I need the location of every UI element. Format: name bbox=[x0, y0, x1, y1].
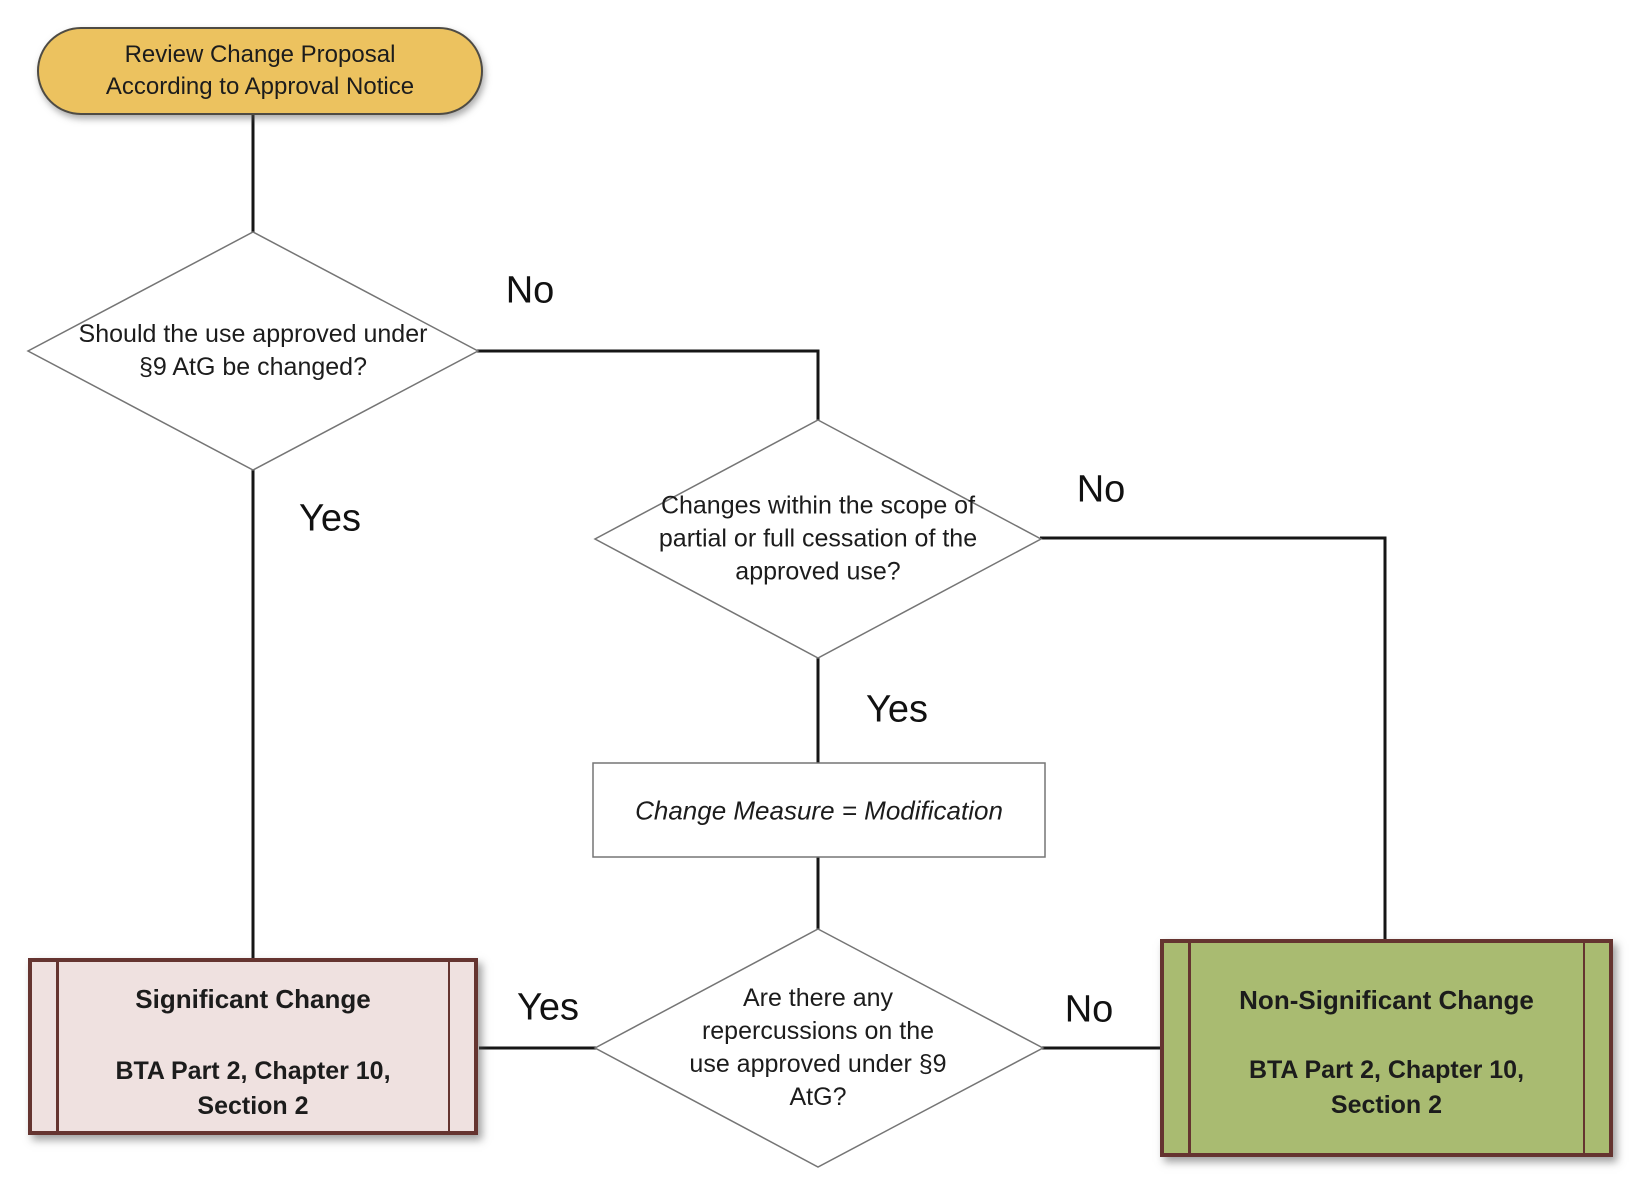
outcome-significant-ref-line2: Section 2 bbox=[197, 1092, 309, 1120]
edge-label-d1-yes: Yes bbox=[299, 497, 361, 540]
outcome-significant-ref-line1: BTA Part 2, Chapter 10, bbox=[115, 1057, 391, 1085]
decision2-line3: approved use? bbox=[735, 557, 901, 586]
decision3-text: Are there any repercussions on the use a… bbox=[689, 982, 946, 1114]
outcome-significant-left-bar bbox=[56, 962, 59, 1131]
start-node-line1: Review Change Proposal bbox=[124, 41, 396, 68]
process-box-text: Change Measure = Modification bbox=[635, 795, 1003, 826]
edge-d1-no bbox=[476, 349, 820, 422]
decision2-line2: partial or full cessation of the bbox=[658, 524, 978, 553]
decision2-text: Changes within the scope of partial or f… bbox=[659, 490, 977, 589]
decision-diamond-cessation-scope bbox=[593, 419, 1043, 659]
edge-label-d3-no: No bbox=[1064, 988, 1114, 1031]
outcome-non-significant-ref-line2: Section 2 bbox=[1330, 1091, 1443, 1119]
process-box-change-measure bbox=[592, 762, 1046, 858]
decision3-line2: repercussions on the bbox=[701, 1017, 935, 1045]
outcome-significant-change: Significant Change BTA Part 2, Chapter 1… bbox=[28, 958, 478, 1135]
decision3-line1: Are there any bbox=[742, 984, 894, 1012]
outcome-significant-title: Significant Change bbox=[135, 984, 371, 1014]
decision-diamond-repercussions bbox=[593, 928, 1045, 1168]
decision1-line2: §9 AtG be changed? bbox=[139, 353, 367, 381]
outcome-non-significant-title: Non-Significant Change bbox=[1239, 985, 1534, 1015]
decision3-line4: AtG? bbox=[789, 1083, 847, 1111]
decision3-line3: use approved under §9 bbox=[689, 1050, 947, 1078]
decision1-text: Should the use approved under §9 AtG be … bbox=[79, 318, 428, 384]
decision-diamond-use-changed bbox=[26, 231, 480, 471]
decision2-line1: Changes within the scope of bbox=[660, 491, 976, 520]
outcome-non-significant-change: Non-Significant Change BTA Part 2, Chapt… bbox=[1160, 939, 1613, 1157]
outcome-significant-reference: BTA Part 2, Chapter 10, Section 2 bbox=[115, 1054, 390, 1124]
edge-label-d1-no: No bbox=[505, 269, 555, 312]
start-node: Review Change Proposal According to Appr… bbox=[37, 27, 483, 115]
start-node-line2: According to Approval Notice bbox=[105, 73, 415, 100]
outcome-non-significant-reference: BTA Part 2, Chapter 10, Section 2 bbox=[1249, 1053, 1524, 1123]
outcome-non-significant-right-bar bbox=[1582, 943, 1585, 1153]
edge-label-d2-no: No bbox=[1076, 468, 1126, 511]
edge-label-d2-yes: Yes bbox=[866, 688, 928, 731]
edge-label-d3-yes: Yes bbox=[517, 986, 579, 1029]
edge-d2-no bbox=[1040, 536, 1387, 941]
outcome-non-significant-ref-line1: BTA Part 2, Chapter 10, bbox=[1248, 1056, 1525, 1084]
decision1-line1: Should the use approved under bbox=[78, 320, 428, 348]
outcome-non-significant-left-bar bbox=[1188, 943, 1191, 1153]
outcome-significant-right-bar bbox=[447, 962, 450, 1131]
